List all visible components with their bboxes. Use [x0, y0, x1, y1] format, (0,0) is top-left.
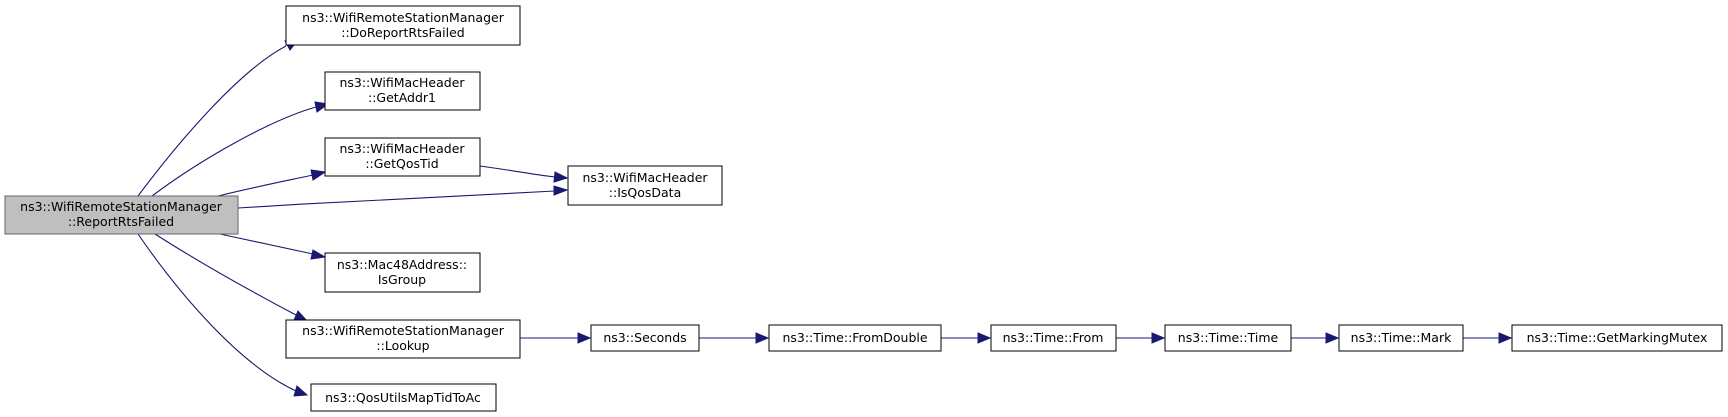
- node-label-line1: ns3::Mac48Address::: [337, 257, 467, 272]
- edge-report-to-qos-utils-map: [137, 233, 309, 397]
- node-label: ns3::Time::FromDouble: [782, 330, 927, 345]
- edge-lookup-to-seconds: [520, 332, 592, 344]
- node-label: ns3::Time::Time: [1178, 330, 1279, 345]
- node-do-report-rts-failed[interactable]: ns3::WifiRemoteStationManager ::DoReport…: [285, 5, 521, 46]
- node-label: ns3::Time::GetMarkingMutex: [1527, 330, 1708, 345]
- edge-from-to-time: [1116, 332, 1166, 344]
- node-label-line2: ::ReportRtsFailed: [68, 214, 174, 229]
- edge-time-to-mark: [1291, 332, 1340, 344]
- node-report-rts-failed[interactable]: ns3::WifiRemoteStationManager ::ReportRt…: [4, 195, 239, 235]
- edge-report-to-get-qos-tid: [217, 169, 327, 197]
- node-label: ns3::Time::Mark: [1351, 330, 1452, 345]
- node-label-line1: ns3::WifiRemoteStationManager: [302, 10, 505, 25]
- node-get-addr1[interactable]: ns3::WifiMacHeader ::GetAddr1: [324, 71, 481, 111]
- edge-report-to-lookup: [154, 233, 309, 322]
- node-time-time[interactable]: ns3::Time::Time: [1164, 324, 1292, 352]
- node-get-qos-tid[interactable]: ns3::WifiMacHeader ::GetQosTid: [324, 137, 481, 177]
- edge-seconds-to-from-double: [699, 332, 770, 344]
- node-seconds[interactable]: ns3::Seconds: [590, 324, 700, 352]
- node-label-line2: ::Lookup: [376, 338, 429, 353]
- edge-report-to-do-report-rts-failed: [137, 39, 300, 197]
- node-label-line1: ns3::WifiMacHeader: [339, 75, 465, 90]
- node-label-line2: ::IsQosData: [609, 185, 681, 200]
- node-label-line1: ns3::WifiRemoteStationManager: [302, 323, 505, 338]
- edge-mark-to-get-marking-mutex: [1463, 332, 1513, 344]
- node-label-line1: ns3::WifiRemoteStationManager: [20, 199, 223, 214]
- node-label: ns3::Seconds: [603, 330, 686, 345]
- node-lookup[interactable]: ns3::WifiRemoteStationManager ::Lookup: [285, 319, 521, 359]
- node-label: ns3::Time::From: [1003, 330, 1104, 345]
- edge-get-qos-tid-to-is-qos-data: [479, 165, 569, 183]
- node-time-mark[interactable]: ns3::Time::Mark: [1338, 324, 1464, 352]
- node-label-line2: IsGroup: [378, 272, 426, 287]
- node-label-line1: ns3::WifiMacHeader: [339, 141, 465, 156]
- node-label-line2: ::DoReportRtsFailed: [341, 25, 465, 40]
- node-time-from-double[interactable]: ns3::Time::FromDouble: [768, 324, 942, 352]
- edge-from-double-to-from: [941, 332, 992, 344]
- node-is-qos-data[interactable]: ns3::WifiMacHeader ::IsQosData: [567, 165, 723, 206]
- node-qos-utils-map-tid-to-ac[interactable]: ns3::QosUtilsMapTidToAc: [310, 383, 497, 412]
- node-is-group[interactable]: ns3::Mac48Address:: IsGroup: [324, 252, 481, 293]
- node-time-get-marking-mutex[interactable]: ns3::Time::GetMarkingMutex: [1511, 324, 1723, 352]
- node-time-from[interactable]: ns3::Time::From: [990, 324, 1117, 352]
- node-label-line2: ::GetQosTid: [365, 156, 438, 171]
- edge-report-to-is-qos-data: [237, 185, 569, 209]
- node-label-line2: ::GetAddr1: [368, 90, 436, 105]
- edge-report-to-is-group: [219, 233, 327, 260]
- node-label-line1: ns3::WifiMacHeader: [582, 170, 708, 185]
- node-label: ns3::QosUtilsMapTidToAc: [325, 390, 481, 405]
- edge-report-to-get-addr1: [151, 101, 330, 197]
